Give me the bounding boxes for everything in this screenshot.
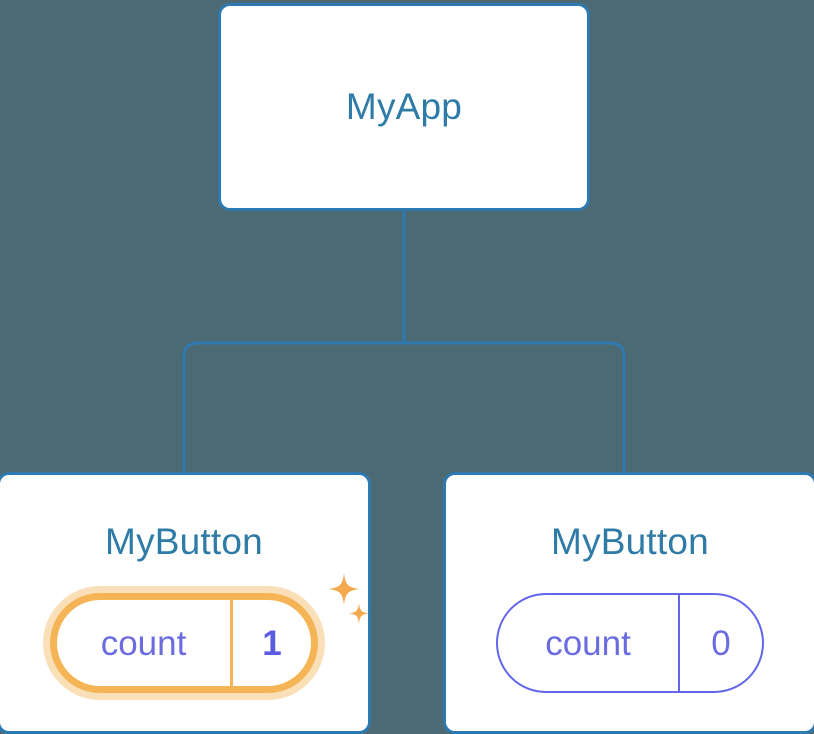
sparkle-large-icon (328, 573, 360, 605)
state-pill-divider-2 (678, 595, 680, 691)
state-value-1: 1 (262, 623, 282, 663)
state-pill-divider-1 (230, 600, 233, 686)
node-card-mybutton-2[interactable]: MyButton count 0 (443, 472, 814, 734)
sparkle-small-icon (348, 603, 370, 624)
state-pill-1[interactable]: count 1 (50, 593, 318, 693)
node-title-child-2: MyButton (551, 521, 709, 562)
sparkle-group (328, 573, 370, 624)
connector-branch-left (182, 341, 404, 474)
connector-branch-right (404, 341, 626, 474)
node-title-root: MyApp (345, 86, 463, 127)
state-value-2: 0 (711, 623, 731, 663)
state-key-1: count (100, 623, 187, 663)
state-key-2: count (545, 623, 631, 663)
state-pill-2[interactable]: count 0 (496, 593, 764, 693)
node-card-myapp[interactable]: MyApp (218, 3, 590, 211)
node-title-child-1: MyButton (105, 521, 263, 562)
state-pill-wrapper-2: count 0 (496, 593, 764, 693)
node-card-mybutton-1[interactable]: MyButton count 1 (0, 472, 371, 734)
state-pill-wrapper-1: count 1 (50, 573, 370, 693)
